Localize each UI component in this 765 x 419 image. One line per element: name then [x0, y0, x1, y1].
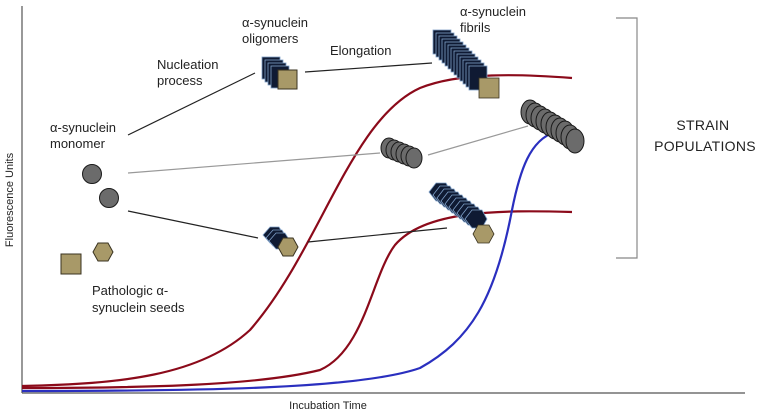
seed-hexagon-icon	[472, 224, 495, 244]
square-oligomer	[261, 56, 298, 90]
seed-square-icon	[277, 69, 298, 90]
round-oligomer	[380, 137, 423, 169]
seed-square-icon	[60, 253, 82, 275]
strain-bracket	[616, 17, 638, 259]
x-axis-label: Incubation Time	[289, 400, 367, 412]
y-axis-label: Fluorescence Units	[4, 152, 16, 247]
connector-monomer-to-oligomer	[127, 72, 256, 136]
label-elongation: Elongation	[330, 43, 391, 58]
seed-hexagon-icon	[277, 237, 299, 257]
label-strain-populations: STRAIN POPULATIONS	[654, 117, 756, 154]
label-oligomers: α-synuclein oligomers	[242, 15, 312, 46]
monomer-circle	[99, 188, 119, 208]
connector-round-to-fibril	[427, 125, 529, 156]
round-fibril	[520, 99, 585, 154]
square-fibril	[432, 29, 500, 99]
connector-monomer-to-round	[127, 152, 381, 174]
label-seeds: Pathologic α- synuclein seeds	[92, 283, 185, 315]
hexagon-oligomer	[262, 226, 299, 257]
curve-slow	[21, 130, 556, 393]
label-monomer: α-synuclein monomer	[50, 120, 120, 151]
connectors	[127, 62, 529, 243]
seed-square-icon	[478, 77, 500, 99]
labels: α-synuclein monomer Nucleation process α…	[50, 4, 756, 315]
label-nucleation: Nucleation process	[157, 57, 222, 88]
seeds	[60, 242, 114, 275]
connector-elongation	[304, 62, 433, 73]
axes: Fluorescence Units Incubation Time	[4, 6, 745, 412]
hexagon-fibril	[428, 182, 495, 244]
monomers	[82, 164, 119, 208]
label-fibrils: α-synuclein fibrils	[460, 4, 530, 35]
connector-monomer-to-hex	[127, 210, 259, 239]
connector-hex-to-fibril	[307, 227, 448, 243]
monomer-circle	[82, 164, 102, 184]
seed-hexagon-icon	[92, 242, 114, 262]
